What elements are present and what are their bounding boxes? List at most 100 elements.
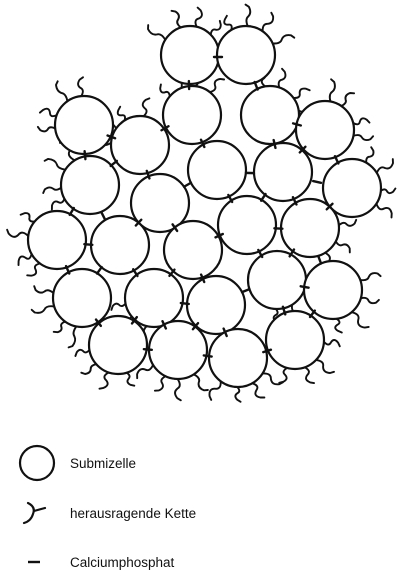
protruding-chain — [27, 264, 40, 276]
protruding-chain — [195, 8, 201, 27]
protruding-chain — [352, 312, 369, 327]
protruding-chain — [143, 98, 150, 116]
protruding-chain — [32, 306, 55, 313]
protruding-chain — [211, 21, 221, 35]
legend-item-calcium: Calciumphosphat — [28, 555, 175, 570]
submicelle — [281, 199, 339, 257]
submicelle — [149, 321, 207, 379]
protruding-chain — [118, 107, 125, 121]
calcium-phosphate-bridge — [84, 244, 92, 245]
submicelle — [304, 261, 362, 319]
calcium-phosphate-bridge — [181, 303, 189, 304]
protruding-chain — [148, 25, 165, 40]
submicelle — [91, 216, 149, 274]
submicelle — [266, 311, 324, 369]
protruding-chain — [137, 365, 153, 378]
protruding-chain — [45, 159, 66, 170]
protruding-chain — [376, 204, 391, 218]
protruding-chain-symbol-icon — [24, 503, 45, 523]
protruding-chain — [52, 199, 65, 210]
protruding-chain — [111, 304, 125, 310]
legend-label-submizelle: Submizelle — [70, 456, 136, 471]
submicelle — [161, 26, 219, 84]
protruding-chain — [324, 340, 340, 346]
calcium-phosphate-bridge — [144, 349, 152, 350]
protruding-chain — [339, 220, 356, 226]
submicelle — [296, 101, 354, 159]
protruding-chain — [21, 213, 35, 222]
protruding-chain — [263, 13, 274, 32]
submicelle — [254, 143, 312, 201]
calcium-phosphate-bridge — [111, 161, 117, 166]
protruding-chain — [172, 11, 181, 28]
protruding-chain — [7, 230, 28, 237]
protruding-chain — [160, 84, 170, 96]
protruding-chain — [279, 69, 286, 88]
submicelle — [111, 116, 169, 174]
protruding-chain — [252, 383, 264, 397]
submicelle — [218, 196, 276, 254]
protruding-chain — [43, 187, 61, 193]
protruding-chain — [209, 381, 220, 400]
calcium-phosphate-bridge — [255, 82, 258, 89]
protruding-chain — [100, 373, 109, 389]
protruding-chain — [335, 319, 342, 333]
submicelle — [125, 269, 183, 327]
legend-item-kette: herausragende Kette — [24, 503, 196, 523]
protruding-chain — [341, 93, 354, 106]
calcium-phosphate-bridge — [318, 256, 321, 264]
calcium-phosphate-bridge — [335, 156, 338, 163]
protruding-chain — [224, 16, 231, 30]
submicelle — [53, 269, 111, 327]
protruding-chain — [81, 364, 96, 374]
calcium-phosphate-bridge — [204, 355, 212, 356]
protruding-chain — [336, 241, 350, 252]
protruding-chain — [330, 79, 335, 101]
submicelle — [28, 211, 86, 269]
legend-item-submizelle: Submizelle — [20, 446, 136, 480]
protruding-chain — [273, 35, 295, 43]
submicelle — [217, 26, 275, 84]
submicelle — [209, 329, 267, 387]
submicelle — [248, 251, 306, 309]
protruding-chain — [210, 79, 224, 92]
calcium-phosphate-bridge — [242, 289, 249, 292]
protruding-chain — [56, 81, 67, 101]
calcium-phosphate-bridge — [261, 194, 265, 201]
protruding-chain — [155, 376, 166, 391]
protruding-chain — [353, 135, 373, 140]
submicelle-symbol-icon — [20, 446, 54, 480]
protruding-chain — [246, 5, 251, 27]
protruding-chain — [69, 326, 77, 347]
submicelle — [55, 96, 113, 154]
protruding-chain — [360, 273, 380, 280]
protruding-chain — [366, 147, 373, 163]
protruding-chain — [127, 373, 135, 386]
submicelle — [89, 316, 147, 374]
calcium-phosphate-bridge — [301, 286, 309, 287]
protruding-chain — [305, 367, 314, 383]
protruding-chain — [293, 89, 309, 98]
protruding-chain — [40, 109, 57, 117]
submicelle — [241, 86, 299, 144]
calcium-phosphate-bridge — [101, 212, 105, 219]
protruding-chain — [19, 254, 32, 265]
protruding-chain — [235, 387, 240, 402]
protruding-chain — [38, 127, 55, 132]
protruding-chain — [194, 374, 208, 390]
calcium-phosphate-bridge — [97, 267, 102, 274]
protruding-chain — [279, 368, 287, 383]
protruding-chain — [316, 360, 334, 373]
submicelle — [163, 86, 221, 144]
protruding-chain — [78, 77, 83, 96]
calcium-phosphate-bridge — [313, 181, 321, 183]
protruding-chain — [175, 379, 181, 400]
protruding-chain — [353, 118, 369, 124]
submicelle — [188, 141, 246, 199]
legend: Submizelle herausragende Kette Calciumph… — [20, 446, 196, 570]
casein-micelle — [7, 5, 395, 402]
protruding-chain — [54, 322, 65, 333]
protruding-chain — [361, 298, 379, 303]
protruding-chain — [377, 159, 393, 173]
